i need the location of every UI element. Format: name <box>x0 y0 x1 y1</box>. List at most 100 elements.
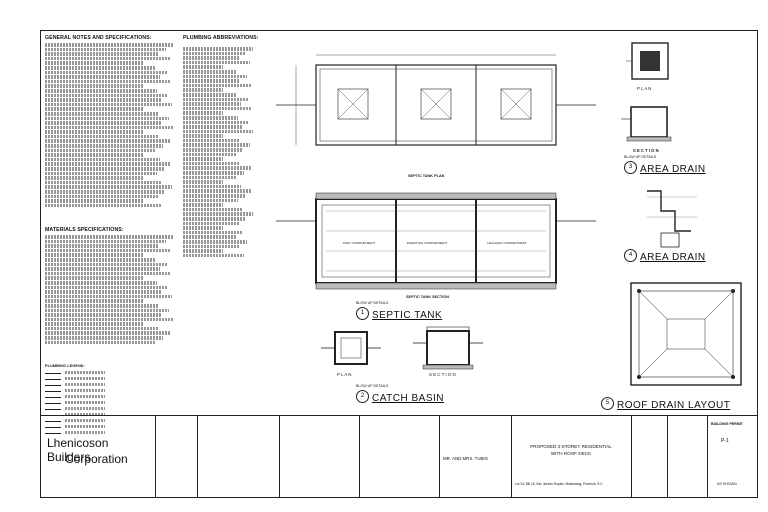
sheet-label: BUILDING PERMIT <box>711 422 743 426</box>
legend-symbol <box>45 432 61 434</box>
septic-tank-section <box>276 192 596 290</box>
legend-row <box>45 382 175 388</box>
fine-print-line <box>45 148 156 153</box>
fine-print-line <box>183 129 253 134</box>
fine-print-line <box>45 336 163 340</box>
fine-print-line <box>45 185 172 189</box>
detail-number: 5 <box>601 397 614 411</box>
plumbing-abbreviations: PLUMBING ABBREVIATIONS: <box>183 35 273 258</box>
inlet-label: INLET COMPARTMENT <box>342 241 376 245</box>
fine-print-line <box>183 125 242 129</box>
legend-symbol <box>45 390 61 392</box>
fine-print-line <box>45 43 173 47</box>
fine-print-line <box>45 171 157 176</box>
project-cell: PROPOSED 3-STOREY RESIDENTIAL WITH ROOF … <box>511 416 632 497</box>
fine-print-line <box>183 212 253 216</box>
general-notes-body <box>45 43 175 208</box>
general-notes-title: GENERAL NOTES AND SPECIFICATIONS: <box>45 35 152 41</box>
legend-row <box>45 370 175 376</box>
legend-text <box>65 430 105 435</box>
project-title-line2: WITH ROOF DECK <box>550 451 592 456</box>
digestion-label: DIGESTION COMPARTMENT <box>406 241 448 245</box>
fine-print-line <box>183 180 223 184</box>
septic-section-caption: SEPTIC TANK SECTION <box>406 295 449 299</box>
company-name-line1: Lhenicoson Builders <box>47 436 109 464</box>
legend-text <box>65 394 105 399</box>
fine-print-line <box>45 121 162 125</box>
fine-print-line <box>183 198 238 203</box>
legend-symbol <box>45 408 61 410</box>
sheet-info-cell <box>667 416 708 497</box>
fine-print-line <box>183 148 243 152</box>
area-drain-section-title: AREA DRAIN <box>640 252 706 263</box>
detail-number: 3 <box>624 161 637 175</box>
fine-print-line <box>183 143 250 148</box>
area-drain-blow-up: BLOW UP DETAILS <box>624 155 657 159</box>
fine-print-line <box>183 235 236 239</box>
fine-print-line <box>45 107 143 111</box>
owner-name: MR. AND MRS. TUBIG <box>443 456 489 461</box>
roof-drain-layout <box>630 282 742 386</box>
fine-print-line <box>45 308 169 313</box>
fine-print-line <box>183 97 248 102</box>
fine-print-line <box>183 115 238 120</box>
fine-print-line <box>45 322 143 326</box>
fine-print-line <box>183 189 252 193</box>
fine-print-line <box>45 194 158 199</box>
fine-print-line <box>45 139 170 144</box>
fine-print-line <box>45 199 143 203</box>
roof-drain-title: ROOF DRAIN LAYOUT <box>617 400 731 411</box>
septic-tank-plan <box>276 54 596 146</box>
legend-row <box>45 424 175 430</box>
fine-print-line <box>45 239 166 244</box>
title-block: Lhenicoson Builders Corporation MR. AND … <box>41 415 757 497</box>
catch-basin-section <box>413 326 483 370</box>
fine-print-line <box>183 60 250 65</box>
fine-print-line <box>45 326 159 331</box>
legend-row <box>45 430 175 436</box>
fine-print-line <box>45 61 143 65</box>
fine-print-line <box>183 83 251 88</box>
legend-row <box>45 388 175 394</box>
materials-specifications: MATERIALS SPECIFICATIONS: <box>45 227 175 345</box>
detail-number: 4 <box>624 249 637 263</box>
fine-print-line <box>45 47 166 52</box>
fine-print-line <box>183 244 240 249</box>
legend-text <box>65 406 105 411</box>
fine-print-line <box>183 203 223 207</box>
fine-print-line <box>45 340 156 345</box>
fine-print-line <box>45 257 156 262</box>
catch-basin-blow-up: BLOW UP DETAILS <box>356 384 389 388</box>
fine-print-line <box>183 134 223 138</box>
materials-body <box>45 235 175 345</box>
fine-print-line <box>183 152 236 157</box>
catch-basin-plan <box>321 331 381 365</box>
sheet-scale: AS SHOWN <box>717 482 737 486</box>
fine-print-line <box>45 88 157 93</box>
fine-print-line <box>45 190 165 194</box>
fine-print-line <box>45 313 162 317</box>
legend-text <box>65 400 105 405</box>
fine-print-line <box>183 194 245 198</box>
fine-print-line <box>45 93 168 98</box>
empty-cell <box>631 416 668 497</box>
fine-print-line <box>183 207 242 212</box>
septic-plan-caption: SEPTIC TANK PLAN <box>408 174 445 178</box>
fine-print-line <box>183 51 246 56</box>
fine-print-line <box>45 98 161 102</box>
legend-text <box>65 412 105 417</box>
fine-print-line <box>45 276 143 280</box>
legend-symbol <box>45 372 61 374</box>
fine-print-line <box>183 111 223 115</box>
fine-print-line <box>183 226 223 230</box>
fine-print-line <box>45 52 159 56</box>
abbreviations-body <box>183 47 273 258</box>
fine-print-line <box>45 253 143 257</box>
fine-print-line <box>183 56 239 60</box>
fine-print-line <box>45 167 164 171</box>
sheet-number-cell: BUILDING PERMIT P-1 AS SHOWN <box>707 416 757 497</box>
legend-text <box>65 382 105 387</box>
fine-print-line <box>45 303 158 308</box>
